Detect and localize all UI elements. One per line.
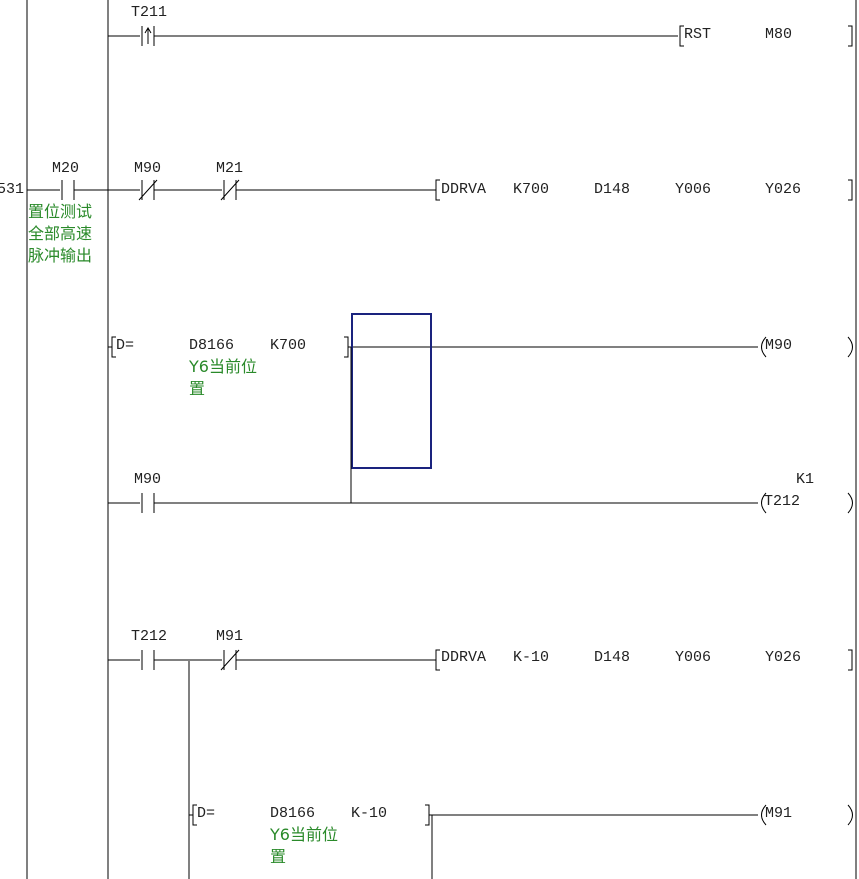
compare-note-2: 置: [189, 379, 205, 398]
coil-left-arc: [761, 336, 767, 358]
instr-arg-y006: Y006: [675, 181, 711, 198]
instr-bracket-right: [848, 25, 853, 47]
instr-bracket-left: [679, 25, 684, 47]
contact-m20[interactable]: [61, 180, 75, 200]
contact-label-m20: M20: [52, 160, 79, 177]
coil-left-arc: [761, 804, 767, 826]
compare-src: D8166: [189, 337, 234, 354]
coil-label-t212: T212: [764, 493, 800, 510]
instr-ddrva: DDRVA: [441, 649, 486, 666]
comment-line-2: 全部高速: [28, 224, 92, 243]
compare-note-2: 置: [270, 847, 286, 866]
instr-bracket-left: [435, 649, 440, 671]
timer-preset: K1: [796, 471, 814, 488]
compare-bracket-left: [111, 336, 116, 358]
compare-op: D=: [116, 337, 134, 354]
instr-arg-d148: D148: [594, 649, 630, 666]
compare-note-1: Y6当前位: [269, 825, 338, 844]
instr-ddrva: DDRVA: [441, 181, 486, 198]
comment-line-3: 脉冲输出: [28, 246, 92, 265]
contact-label-m90: M90: [134, 160, 161, 177]
coil-left-arc: [761, 492, 767, 514]
rung-reverse[interactable]: T212 M91 DDRVA K-10 D148 Y006 Y026: [108, 628, 853, 671]
rung-compare-k-10[interactable]: D= D8166 K-10 Y6当前位 置 M91: [189, 804, 853, 879]
compare-src: D8166: [270, 805, 315, 822]
contact-label-m21: M21: [216, 160, 243, 177]
instr-bracket-left: [435, 179, 440, 201]
contact-t212-no[interactable]: [141, 650, 155, 670]
contact-label-m90: M90: [134, 471, 161, 488]
rung-compare-k700[interactable]: D= D8166 K700 Y6当前位 置 M90: [108, 336, 853, 398]
contact-label-t212: T212: [131, 628, 167, 645]
compare-bracket-right: [344, 336, 349, 358]
instr-arg-y006: Y006: [675, 649, 711, 666]
coil-right-arc: [847, 804, 853, 826]
coil-label-m90: M90: [765, 337, 792, 354]
instr-arg-d148: D148: [594, 181, 630, 198]
step-number: 531: [0, 181, 24, 198]
rung-531[interactable]: 531 M20 M90 M21 DDRVA K700 D148 Y006 Y02…: [0, 160, 853, 265]
rung-timer-t212[interactable]: M90 K1 T212: [108, 471, 853, 514]
compare-op: D=: [197, 805, 215, 822]
contact-m90-no[interactable]: [141, 493, 155, 513]
compare-val: K-10: [351, 805, 387, 822]
selection-cursor[interactable]: [351, 313, 432, 469]
instr-rst: RST: [684, 26, 711, 43]
instr-arg-k700: K700: [513, 181, 549, 198]
instr-bracket-right: [848, 179, 853, 201]
compare-bracket-left: [192, 804, 197, 826]
instr-arg-k-10: K-10: [513, 649, 549, 666]
compare-bracket-right: [425, 804, 430, 826]
contact-label-t211: T211: [131, 4, 167, 21]
instr-arg-y026: Y026: [765, 649, 801, 666]
compare-note-1: Y6当前位: [188, 357, 257, 376]
instr-operand-m80: M80: [765, 26, 792, 43]
instr-arg-y026: Y026: [765, 181, 801, 198]
contact-label-m91: M91: [216, 628, 243, 645]
coil-right-arc: [847, 336, 853, 358]
coil-label-m91: M91: [765, 805, 792, 822]
instr-bracket-right: [848, 649, 853, 671]
comment-line-1: 置位测试: [28, 202, 92, 221]
coil-right-arc: [847, 492, 853, 514]
compare-val: K700: [270, 337, 306, 354]
rung-reset-m80[interactable]: T211 RST M80: [107, 4, 853, 47]
rising-edge-contact[interactable]: [141, 26, 155, 46]
